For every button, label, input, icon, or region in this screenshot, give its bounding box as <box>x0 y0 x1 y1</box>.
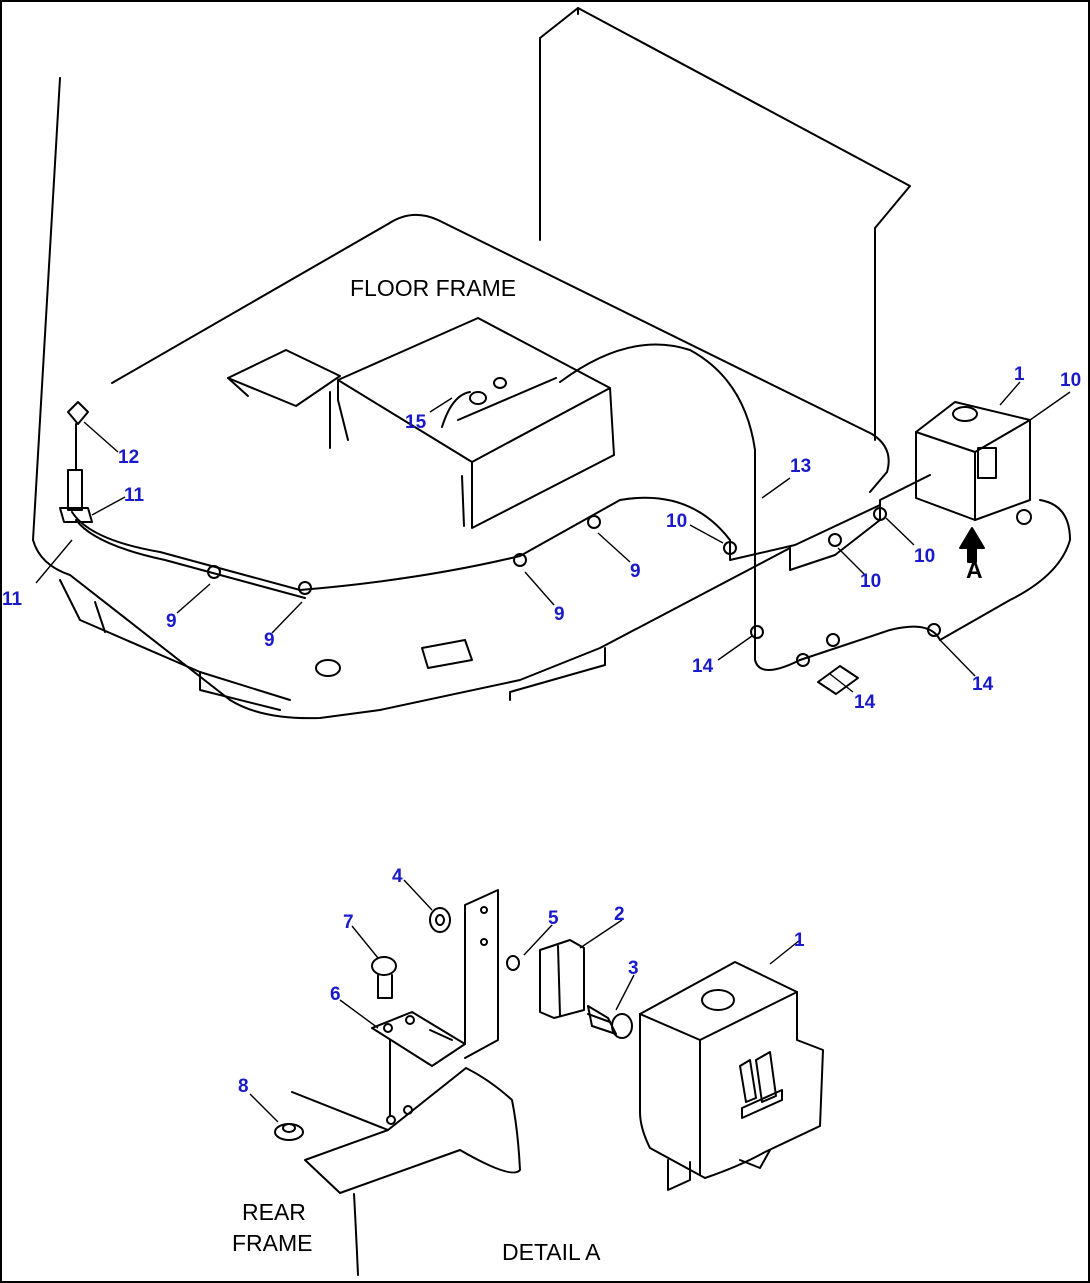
callout-9-clamp-a: 9 <box>166 611 177 632</box>
callout-10-right-a: 10 <box>914 546 935 567</box>
callout-11-hose-b: 11 <box>2 589 23 610</box>
floor-frame-shape <box>32 7 1071 720</box>
callout-5-nut: 5 <box>548 908 559 929</box>
callout-9-clamp-c: 9 <box>554 604 565 625</box>
callout-12-nozzle: 12 <box>118 447 139 468</box>
callout-14-clip-a: 14 <box>692 656 714 677</box>
callout-3-bolt: 3 <box>628 958 639 979</box>
leader-lines-upper <box>35 381 1071 693</box>
callout-13-harness: 13 <box>790 456 811 477</box>
callout-10-right-b: 10 <box>860 571 881 592</box>
callout-9-clamp-d: 9 <box>630 561 641 582</box>
callout-15-switch: 15 <box>405 412 427 433</box>
callout-8-washer-nut: 8 <box>238 1076 249 1097</box>
callout-10-top-right: 10 <box>1060 370 1081 391</box>
view-a-arrow-label: A <box>966 557 983 583</box>
callout-10-middle: 10 <box>666 511 687 532</box>
callout-9-clamp-b: 9 <box>264 630 275 651</box>
callout-1-washer-tank: 1 <box>1014 364 1025 385</box>
rear-frame-label-line1: REAR <box>242 1199 306 1225</box>
callout-2-clip: 2 <box>614 904 625 925</box>
callout-14-clip-c: 14 <box>972 674 994 695</box>
callout-7-bolt: 7 <box>343 912 354 933</box>
detail-a-caption: DETAIL A <box>502 1239 601 1265</box>
callout-6-bracket: 6 <box>330 984 341 1005</box>
floor-frame-label: FLOOR FRAME <box>350 275 516 301</box>
detail-a-shape <box>274 889 824 1276</box>
callout-1-tank-detail: 1 <box>794 930 805 951</box>
leader-lines-detail <box>249 879 801 1123</box>
callout-11-hose-a: 11 <box>124 485 145 506</box>
callout-14-clip-b: 14 <box>854 692 876 713</box>
rear-frame-label-line2: FRAME <box>232 1230 313 1256</box>
callout-4-nut: 4 <box>392 866 403 887</box>
